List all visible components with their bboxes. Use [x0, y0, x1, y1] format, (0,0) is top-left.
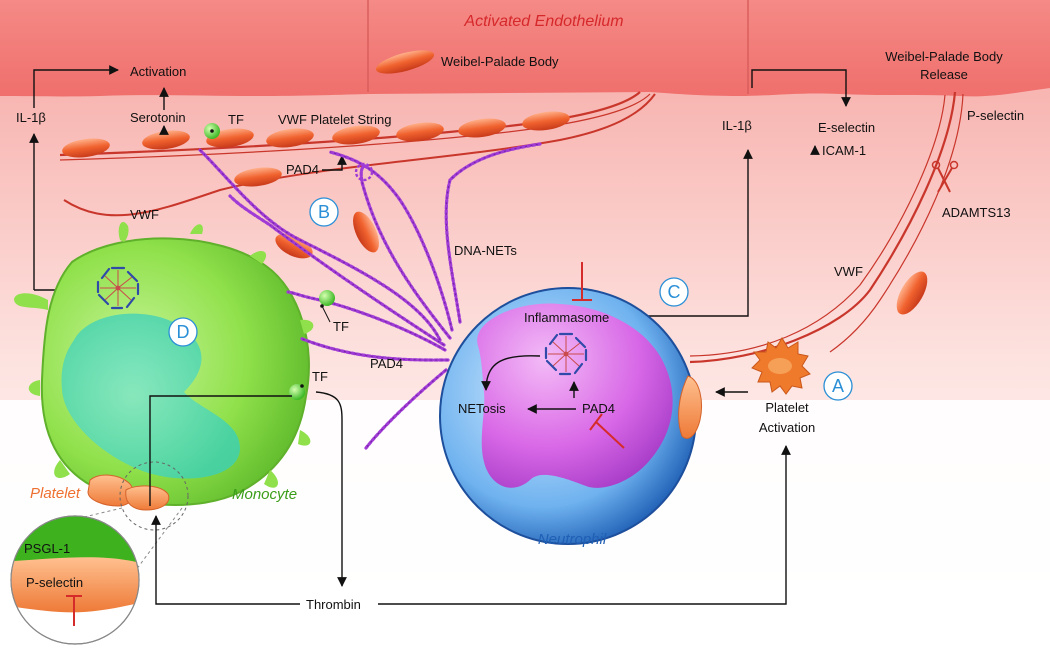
wpb-label: Weibel-Palade Body [441, 54, 559, 69]
vwf-left-label: VWF [130, 207, 159, 222]
string-platelet [142, 130, 190, 150]
platelet-to-tf-line [149, 395, 292, 506]
string-platelet [353, 211, 379, 253]
inflammasome-icon-monocyte [96, 266, 140, 310]
dna-nets-label: DNA-NETs [454, 243, 517, 258]
activation-label: Activation [130, 64, 186, 79]
vwf-strand-right-c [689, 94, 946, 357]
inflammasome-icon-neutrophil [544, 332, 588, 376]
inflammasome-inhibition [572, 262, 592, 301]
wpb-release-line1: Weibel-Palade Body [885, 49, 1003, 64]
pad4-top-label: PAD4 [286, 162, 319, 177]
serotonin-label: Serotonin [130, 110, 186, 125]
platelet-activation-line2: Activation [759, 420, 815, 435]
string-platelet [522, 111, 570, 131]
platelet-bound-2 [125, 485, 170, 511]
activated-platelet [751, 337, 811, 395]
string-platelet [458, 118, 506, 138]
string-platelet [62, 138, 110, 158]
string-platelet [266, 128, 314, 148]
badge-c: C [659, 277, 689, 307]
tf-molecule-mid [319, 290, 335, 306]
monocyte-label: Monocyte [232, 486, 297, 503]
il1b-left-label: IL-1β [16, 110, 46, 125]
tf-to-thrombin-arrow [315, 391, 347, 587]
weibel-palade-body-icon [375, 50, 435, 74]
endothelium-layer [0, 0, 1050, 97]
scissors-icon [931, 160, 959, 193]
svg-text:D: D [177, 322, 190, 342]
il1b-to-activation-arrow [33, 65, 119, 108]
dna-nets [198, 142, 542, 450]
string-platelet [332, 125, 380, 145]
platelet-activation-line1: Platelet [765, 400, 809, 415]
pad4-inhibition [589, 413, 625, 449]
p-selectin-inset-label: P-selectin [26, 575, 83, 590]
psgl1-inset [10, 515, 140, 645]
badge-b: B [309, 197, 339, 227]
pad4-mid-label: PAD4 [370, 356, 403, 371]
zoom-guide-2 [135, 507, 183, 571]
tf-mid-label: TF [333, 319, 349, 334]
wpb-right [896, 271, 928, 315]
adamts13-label: ADAMTS13 [942, 205, 1011, 220]
tf-monocyte-label: TF [312, 369, 328, 384]
string-platelet [234, 167, 282, 187]
pad4-nucleus-label: PAD4 [582, 401, 615, 416]
zoom-region-circle [119, 461, 189, 531]
pad4-top-arrow [322, 155, 347, 171]
vwf-platelet-string-label: VWF Platelet String [278, 112, 391, 127]
il1b-right-label: IL-1β [722, 118, 752, 133]
platelet-adherent [678, 375, 702, 439]
svg-text:B: B [318, 202, 330, 222]
thrombin-to-platelet-activation-arrow [378, 445, 791, 605]
vwf-strand-1b [59, 93, 651, 161]
tf-molecule-monocyte [289, 384, 305, 400]
vwf-right-label: VWF [834, 264, 863, 279]
psgl1-label: PSGL-1 [24, 541, 70, 556]
string-platelet [396, 122, 444, 142]
inflammasome-to-netosis-arrow [481, 355, 541, 391]
vwf-strand-right-b [829, 93, 964, 353]
e-selectin-label: E-selectin [818, 120, 875, 135]
inflammasome-label: Inflammasome [524, 310, 609, 325]
thrombin-to-platelet-arrow [151, 515, 300, 605]
icam1-label: ICAM-1 [822, 143, 866, 158]
inset-inhibition-mark [66, 595, 82, 626]
svg-text:C: C [668, 282, 681, 302]
thrombin-label: Thrombin [306, 597, 361, 612]
neutrophil-label: Neutrophil [538, 531, 607, 548]
il1b-to-eselectin-arrow [751, 69, 851, 107]
badge-d: D [168, 317, 198, 347]
wpb-release-line2: Release [920, 67, 968, 82]
tf-top-label: TF [228, 112, 244, 127]
neutrophil-cell [439, 287, 697, 545]
inflammasome-to-il1b-arrow [612, 149, 753, 317]
netosis-label: NETosis [458, 401, 506, 416]
endothelium-title: Activated Endothelium [463, 13, 623, 30]
svg-text:A: A [832, 376, 844, 396]
p-selectin-top-label: P-selectin [967, 108, 1024, 123]
badge-a: A [823, 371, 853, 401]
string-platelet [275, 233, 313, 259]
platelet-label: Platelet [30, 485, 81, 502]
